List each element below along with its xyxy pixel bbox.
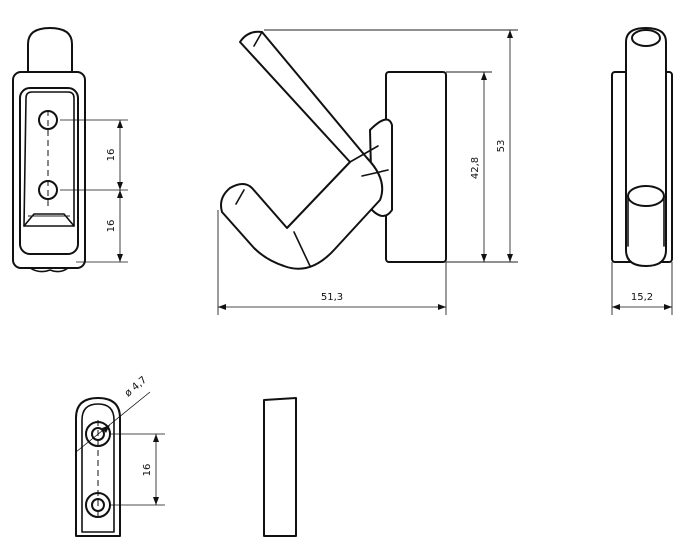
plate-view <box>264 398 296 536</box>
dim-16-bottom-label: 16 <box>142 464 153 477</box>
dim-16-lower-label: 16 <box>106 220 117 233</box>
dim-513-label: 51,3 <box>321 292 343 303</box>
dim-152-label: 15,2 <box>631 292 653 303</box>
front-view: 16 16 <box>13 28 128 272</box>
dim-428-label: 42,8 <box>470 157 481 179</box>
dim-16-upper-label: 16 <box>106 149 117 162</box>
detail-view: ø 4,7 16 <box>76 375 165 536</box>
side-view: 51,3 42,8 53 <box>218 30 518 315</box>
end-view: 15,2 <box>612 28 672 315</box>
dim-53-label: 53 <box>496 140 507 153</box>
